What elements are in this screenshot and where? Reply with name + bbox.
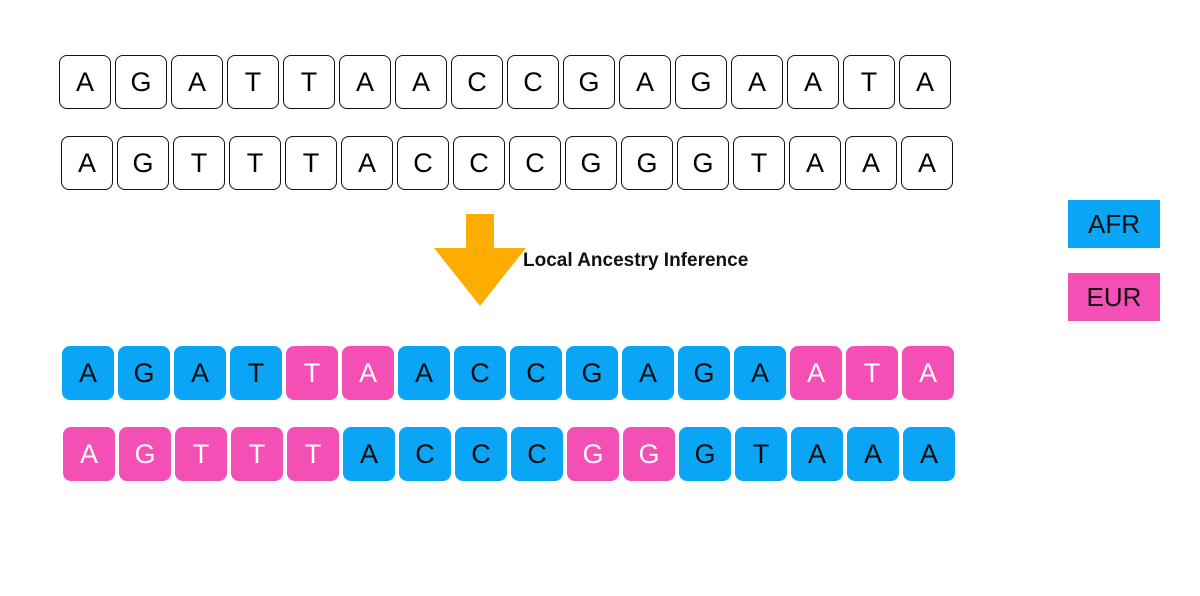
base-cell-afr: G: [118, 346, 170, 400]
base-cell: G: [117, 136, 169, 190]
base-cell: T: [173, 136, 225, 190]
base-cell: T: [229, 136, 281, 190]
base-cell: A: [59, 55, 111, 109]
base-cell-afr: A: [62, 346, 114, 400]
base-cell: G: [621, 136, 673, 190]
base-cell: A: [731, 55, 783, 109]
base-cell: A: [341, 136, 393, 190]
base-cell-eur: A: [342, 346, 394, 400]
base-cell-afr: A: [343, 427, 395, 481]
base-cell: A: [787, 55, 839, 109]
base-cell: A: [339, 55, 391, 109]
base-cell-eur: A: [63, 427, 115, 481]
legend-afr: AFR: [1068, 200, 1160, 248]
base-cell-eur: T: [175, 427, 227, 481]
base-cell: C: [451, 55, 503, 109]
base-cell: G: [677, 136, 729, 190]
down-arrow-icon: [434, 214, 526, 306]
base-cell: C: [397, 136, 449, 190]
base-cell: G: [563, 55, 615, 109]
base-cell-afr: A: [398, 346, 450, 400]
base-cell: A: [789, 136, 841, 190]
base-cell-eur: G: [567, 427, 619, 481]
base-cell-afr: C: [454, 346, 506, 400]
base-cell-afr: C: [510, 346, 562, 400]
arrow-label: Local Ancestry Inference: [523, 250, 749, 271]
base-cell-afr: G: [679, 427, 731, 481]
base-cell-afr: A: [734, 346, 786, 400]
base-cell-eur: G: [623, 427, 675, 481]
base-cell: C: [507, 55, 559, 109]
base-cell-afr: C: [511, 427, 563, 481]
base-cell: G: [565, 136, 617, 190]
base-cell-afr: G: [566, 346, 618, 400]
base-cell-eur: A: [790, 346, 842, 400]
base-cell-afr: A: [622, 346, 674, 400]
legend-eur: EUR: [1068, 273, 1160, 321]
base-cell-afr: C: [399, 427, 451, 481]
base-cell-afr: G: [678, 346, 730, 400]
base-cell-afr: A: [791, 427, 843, 481]
base-cell-eur: T: [286, 346, 338, 400]
base-cell: T: [285, 136, 337, 190]
base-cell-eur: T: [287, 427, 339, 481]
base-cell: A: [395, 55, 447, 109]
base-cell: C: [509, 136, 561, 190]
base-cell: T: [843, 55, 895, 109]
base-cell: T: [733, 136, 785, 190]
base-cell-afr: T: [735, 427, 787, 481]
base-cell-eur: A: [902, 346, 954, 400]
base-cell: T: [227, 55, 279, 109]
base-cell: T: [283, 55, 335, 109]
base-cell: G: [115, 55, 167, 109]
base-cell-afr: A: [903, 427, 955, 481]
base-cell: A: [899, 55, 951, 109]
base-cell: C: [453, 136, 505, 190]
base-cell-eur: T: [231, 427, 283, 481]
base-cell-afr: T: [230, 346, 282, 400]
base-cell: A: [901, 136, 953, 190]
base-cell: A: [61, 136, 113, 190]
base-cell: A: [619, 55, 671, 109]
base-cell: G: [675, 55, 727, 109]
base-cell-eur: G: [119, 427, 171, 481]
base-cell: A: [845, 136, 897, 190]
base-cell-afr: C: [455, 427, 507, 481]
base-cell-eur: T: [846, 346, 898, 400]
base-cell-afr: A: [847, 427, 899, 481]
base-cell-afr: A: [174, 346, 226, 400]
base-cell: A: [171, 55, 223, 109]
